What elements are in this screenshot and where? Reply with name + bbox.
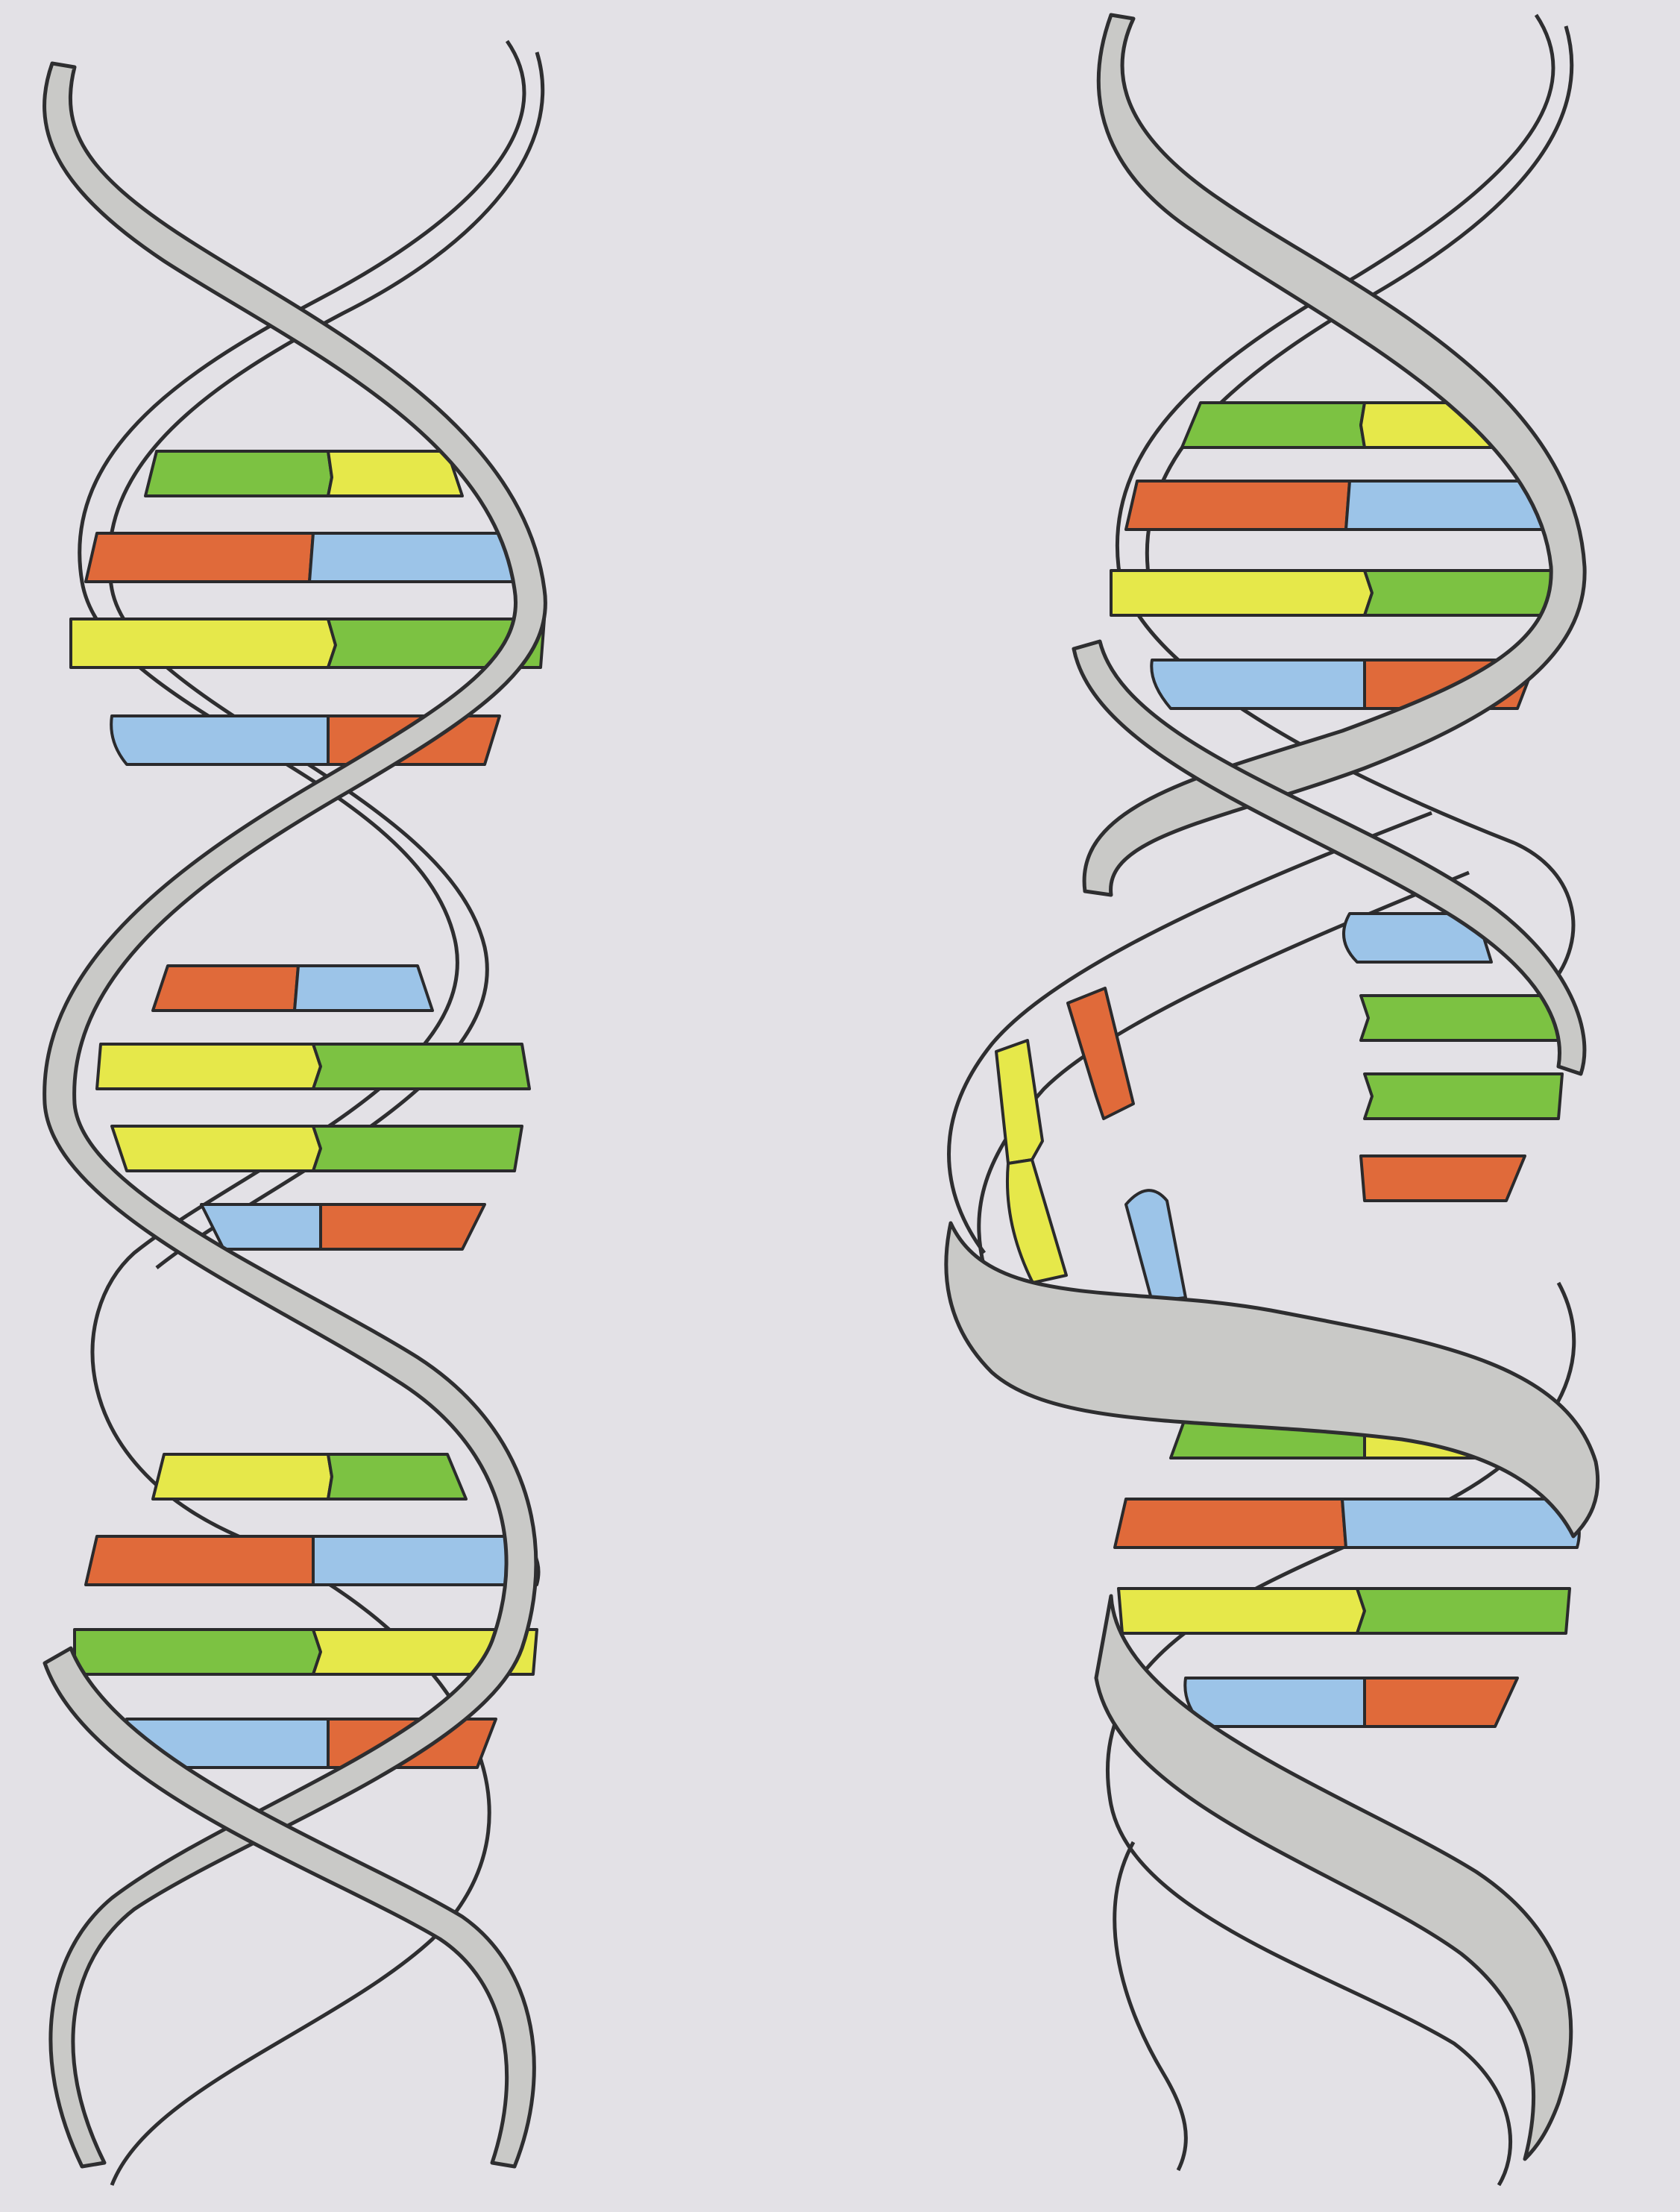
base-pair-left bbox=[97, 1044, 321, 1089]
base-pair-left bbox=[75, 1630, 321, 1674]
base-pair-left bbox=[1115, 1499, 1346, 1548]
base-pair-left bbox=[111, 716, 328, 764]
base-pair-left bbox=[1126, 481, 1350, 530]
base-pair-right bbox=[1365, 1678, 1517, 1726]
free-base bbox=[1361, 996, 1562, 1040]
base-pair-left bbox=[1151, 660, 1365, 708]
base-pair-left bbox=[1185, 1678, 1365, 1726]
base-pair-left bbox=[153, 966, 298, 1011]
base-pair-left bbox=[71, 619, 336, 667]
base-pair-right bbox=[313, 1044, 529, 1089]
base-pair-right bbox=[295, 966, 432, 1011]
base-pair-left bbox=[201, 1204, 321, 1249]
base-pair-left bbox=[86, 1536, 313, 1585]
base-pair-left bbox=[145, 451, 332, 496]
base-pair-left bbox=[86, 533, 313, 582]
base-pair-left bbox=[1111, 571, 1372, 615]
base-pair-right bbox=[1357, 1589, 1570, 1633]
base-pair-left bbox=[1119, 1589, 1365, 1633]
base-pair-right bbox=[321, 1204, 485, 1249]
base-pair-right bbox=[1342, 1499, 1579, 1548]
base-pair-left bbox=[112, 1126, 321, 1171]
base-pair-right bbox=[313, 1126, 522, 1171]
base-pair-left bbox=[153, 1454, 332, 1499]
base-pair-left bbox=[1182, 403, 1365, 447]
base-pair-right bbox=[328, 1454, 466, 1499]
free-base bbox=[1365, 1074, 1562, 1119]
free-base bbox=[1361, 1156, 1525, 1201]
base-pair-right bbox=[328, 451, 462, 496]
